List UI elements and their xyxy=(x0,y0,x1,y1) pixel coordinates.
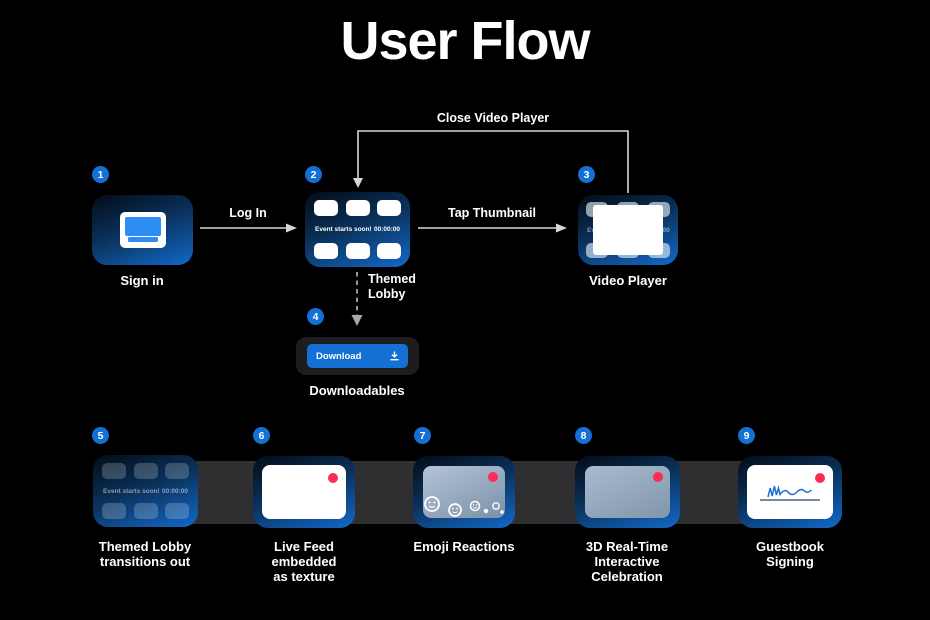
edge-label-close-video-player: Close Video Player xyxy=(436,111,550,125)
node-label-downloadables: Downloadables xyxy=(309,383,405,398)
live-indicator-dot xyxy=(488,472,498,482)
lobby-status-text: Event starts soon! xyxy=(315,226,372,233)
step-badge-2: 2 xyxy=(305,166,322,183)
video-texture-panel xyxy=(423,466,505,518)
lobby-thumb-row-bottom xyxy=(314,243,401,259)
download-button: Download xyxy=(307,344,408,368)
node-label-emoji-reactions: Emoji Reactions xyxy=(413,539,515,554)
node-lobby-transition: Event starts soon! 00:00:00 xyxy=(93,455,198,527)
emoji-bubble-icon xyxy=(492,502,500,510)
step-badge-6: 6 xyxy=(253,427,270,444)
lobby-thumbnail xyxy=(133,463,158,479)
lobby-thumbnail xyxy=(314,243,338,259)
node-label-guestbook: Guestbook Signing xyxy=(756,539,824,569)
node-sign-in xyxy=(92,195,193,265)
emoji-bubble-icon xyxy=(483,508,489,514)
lobby-thumbnail xyxy=(133,503,158,519)
lobby-timer-text: 00:00:00 xyxy=(161,487,188,495)
lobby-thumbnail-grid-faded: Event starts soon! 00:00:00 xyxy=(93,455,198,527)
node-label-sign-in: Sign in xyxy=(120,273,164,288)
emoji-smiley-icon xyxy=(469,500,481,512)
monitor-screen xyxy=(125,217,161,236)
lobby-thumbnail xyxy=(377,200,401,216)
node-label-video-player: Video Player xyxy=(589,273,667,288)
close-video-player-loop-line xyxy=(357,130,629,193)
lobby-thumbnail xyxy=(345,243,370,259)
emoji-bubble-icon xyxy=(500,510,504,514)
floating-emoji-icons xyxy=(424,496,504,517)
step-badge-7: 7 xyxy=(414,427,431,444)
monitor-bar xyxy=(128,237,158,242)
video-screen xyxy=(593,205,663,255)
emoji-smiley-icon xyxy=(448,503,462,517)
step-badge-3: 3 xyxy=(578,166,595,183)
step-badge-8: 8 xyxy=(575,427,592,444)
lobby-timer-text: 00:00:00 xyxy=(373,226,400,233)
lobby-thumbnail xyxy=(377,243,401,259)
step-badge-4: 4 xyxy=(307,308,324,325)
live-feed-screen xyxy=(262,465,346,519)
node-3d-celebration xyxy=(575,456,680,528)
live-indicator-dot xyxy=(653,472,663,482)
lobby-status-text: Event starts soon! xyxy=(103,487,160,495)
tap-thumbnail-arrow-head xyxy=(556,223,567,233)
lobby-thumb-row-top xyxy=(102,463,189,479)
guestbook-card xyxy=(747,465,833,519)
step-badge-9: 9 xyxy=(738,427,755,444)
themed-lobby-arrow-head xyxy=(351,315,363,326)
download-button-label: Download xyxy=(316,350,362,362)
node-emoji-reactions xyxy=(413,456,515,528)
signature-scribble xyxy=(760,485,820,501)
node-label-live-feed: Live Feed embedded as texture xyxy=(271,539,337,584)
edge-label-tap-thumbnail: Tap Thumbnail xyxy=(448,206,536,220)
monitor-icon xyxy=(120,212,166,248)
node-video-player: Event starts soon! 00:00:00 xyxy=(578,195,678,265)
lobby-thumbnail-grid: Event starts soon! 00:00:00 xyxy=(305,192,410,267)
video-texture-panel xyxy=(585,466,670,518)
step-badge-1: 1 xyxy=(92,166,109,183)
close-loop-arrow-head xyxy=(353,178,363,188)
lobby-thumbnail xyxy=(345,200,370,216)
edge-label-themed-lobby: Themed Lobby xyxy=(368,272,416,301)
live-indicator-dot xyxy=(815,473,825,483)
lobby-thumbnail xyxy=(102,503,126,519)
lobby-thumbnail xyxy=(314,200,338,216)
lobby-thumb-row-top xyxy=(314,200,401,216)
node-themed-lobby: Event starts soon! 00:00:00 xyxy=(305,192,410,267)
emoji-smiley-icon xyxy=(424,496,440,512)
lobby-thumbnail xyxy=(165,463,189,479)
download-icon xyxy=(390,351,399,361)
node-live-feed xyxy=(253,456,355,528)
node-downloadables: Download xyxy=(296,337,419,375)
lobby-thumb-row-bottom xyxy=(102,503,189,519)
live-indicator-dot xyxy=(328,473,338,483)
page-title: User Flow xyxy=(340,11,590,71)
log-in-arrow-head xyxy=(286,223,297,233)
edge-label-log-in: Log In xyxy=(229,206,267,220)
lobby-thumbnail xyxy=(102,463,126,479)
node-label-lobby-transition: Themed Lobby transitions out xyxy=(98,539,192,569)
step-badge-5: 5 xyxy=(92,427,109,444)
lobby-status-row: Event starts soon! 00:00:00 xyxy=(102,488,189,495)
node-label-3d-celebration: 3D Real-Time Interactive Celebration xyxy=(585,539,669,584)
node-guestbook xyxy=(738,456,842,528)
lobby-status-row: Event starts soon! 00:00:00 xyxy=(314,226,401,233)
signature-stroke xyxy=(767,485,813,498)
lobby-thumbnail xyxy=(165,503,189,519)
